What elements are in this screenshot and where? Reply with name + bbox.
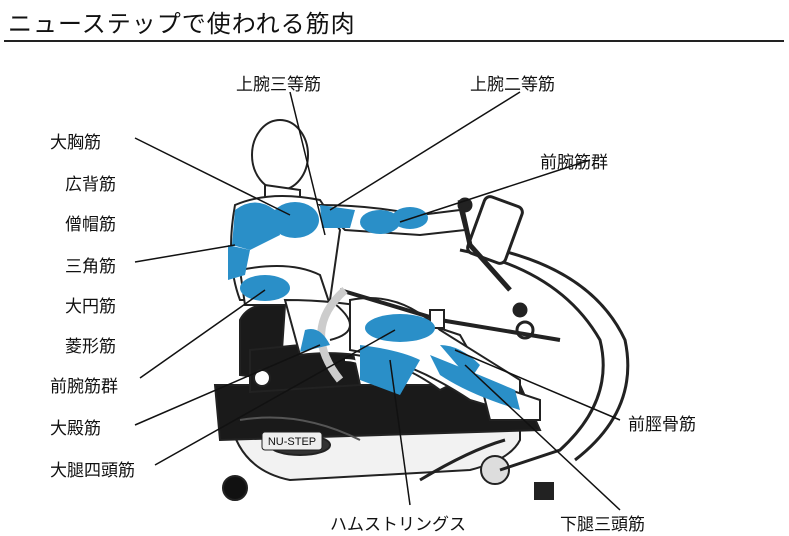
label-teres-major: 大円筋	[65, 297, 116, 317]
logo-text: NU-STEP	[268, 436, 316, 448]
label-forearm-left: 前腕筋群	[50, 377, 118, 397]
leader-lines	[134, 91, 621, 511]
label-latissimus: 広背筋	[65, 175, 116, 195]
muscle-highlights	[228, 202, 520, 410]
label-tibialis: 前脛骨筋	[628, 415, 696, 435]
label-gluteus: 大殿筋	[50, 419, 101, 439]
machine-logo: NU-STEP	[261, 431, 323, 451]
machine-frame	[419, 195, 630, 482]
label-rhomboid: 菱形筋	[65, 337, 116, 357]
label-forearm-right: 前腕筋群	[540, 153, 608, 173]
title-rule	[4, 40, 784, 42]
label-triceps-surae: 下腿三頭筋	[560, 515, 645, 535]
label-deltoid: 三角筋	[65, 257, 116, 277]
label-trapezius: 僧帽筋	[65, 215, 116, 235]
label-hamstrings: ハムストリングス	[330, 515, 466, 535]
label-pectoralis: 大胸筋	[50, 133, 101, 153]
page-title: ニューステップで使われる筋肉	[8, 10, 356, 38]
label-upper-triceps: 上腕三等筋	[236, 75, 321, 95]
label-quadriceps: 大腿四頭筋	[50, 461, 135, 481]
label-upper-biceps: 上腕二等筋	[470, 75, 555, 95]
